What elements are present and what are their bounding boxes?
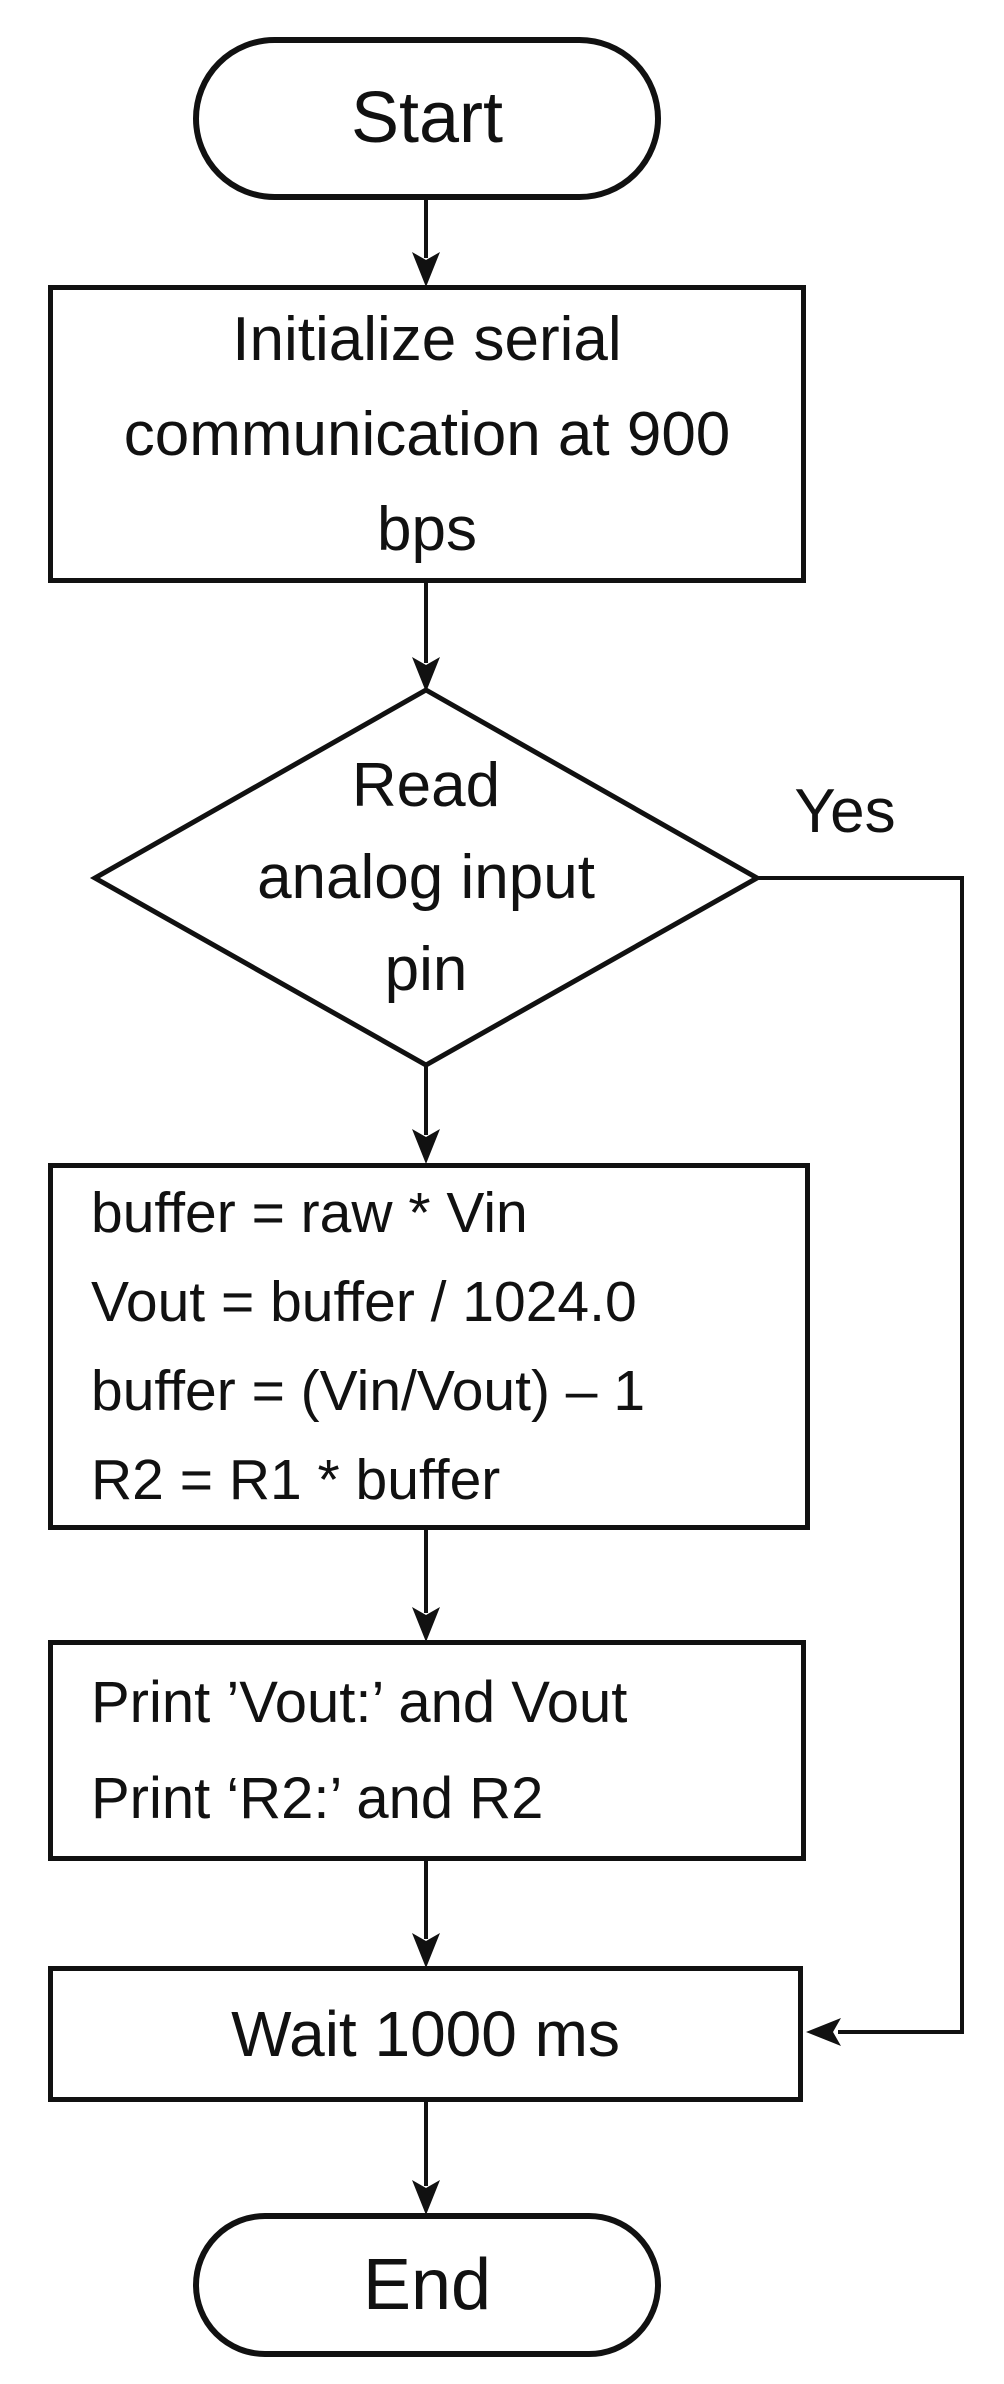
node-read-line: Read bbox=[351, 750, 501, 820]
arrowhead-print-wait bbox=[412, 1933, 440, 1968]
node-compute-line: buffer = (Vin/Vout) – 1 bbox=[91, 1358, 646, 1423]
edge-read-wait-yes bbox=[757, 876, 964, 2034]
arrowhead-read-compute bbox=[412, 1129, 440, 1164]
node-print: Print ’Vout:’ and Vout Print ‘R2:’ and R… bbox=[48, 1640, 806, 1861]
node-init-line: bps bbox=[377, 494, 477, 564]
node-compute: buffer = raw * Vin Vout = buffer / 1024.… bbox=[48, 1163, 810, 1530]
node-wait: Wait 1000 ms bbox=[48, 1966, 803, 2102]
node-end: End bbox=[193, 2213, 661, 2357]
arrowhead-compute-print bbox=[412, 1607, 440, 1642]
node-read: Read analog input pin bbox=[95, 690, 757, 1065]
node-wait-label: Wait 1000 ms bbox=[231, 1997, 620, 2070]
node-read-line: pin bbox=[384, 934, 468, 1004]
node-start-label: Start bbox=[350, 78, 504, 159]
arrowhead-read-wait-yes bbox=[806, 2018, 841, 2046]
node-compute-line: buffer = raw * Vin bbox=[91, 1180, 528, 1245]
edge-yes-label: Yes bbox=[794, 777, 896, 846]
node-read-line: analog input bbox=[257, 842, 595, 912]
arrowhead-init-read bbox=[412, 657, 440, 692]
node-init-line: communication at 900 bbox=[123, 399, 731, 469]
node-init: Initialize serial communication at 900 b… bbox=[48, 285, 806, 583]
arrowhead-start-init bbox=[412, 252, 440, 287]
node-compute-line: Vout = buffer / 1024.0 bbox=[91, 1269, 637, 1334]
node-end-label: End bbox=[362, 2244, 492, 2325]
node-init-line: Initialize serial bbox=[232, 304, 622, 374]
node-print-line: Print ‘R2:’ and R2 bbox=[91, 1765, 544, 1831]
arrowhead-wait-end bbox=[412, 2180, 440, 2215]
node-compute-line: R2 = R1 * buffer bbox=[91, 1447, 501, 1512]
node-print-line: Print ’Vout:’ and Vout bbox=[91, 1669, 628, 1735]
node-start: Start bbox=[193, 37, 661, 200]
